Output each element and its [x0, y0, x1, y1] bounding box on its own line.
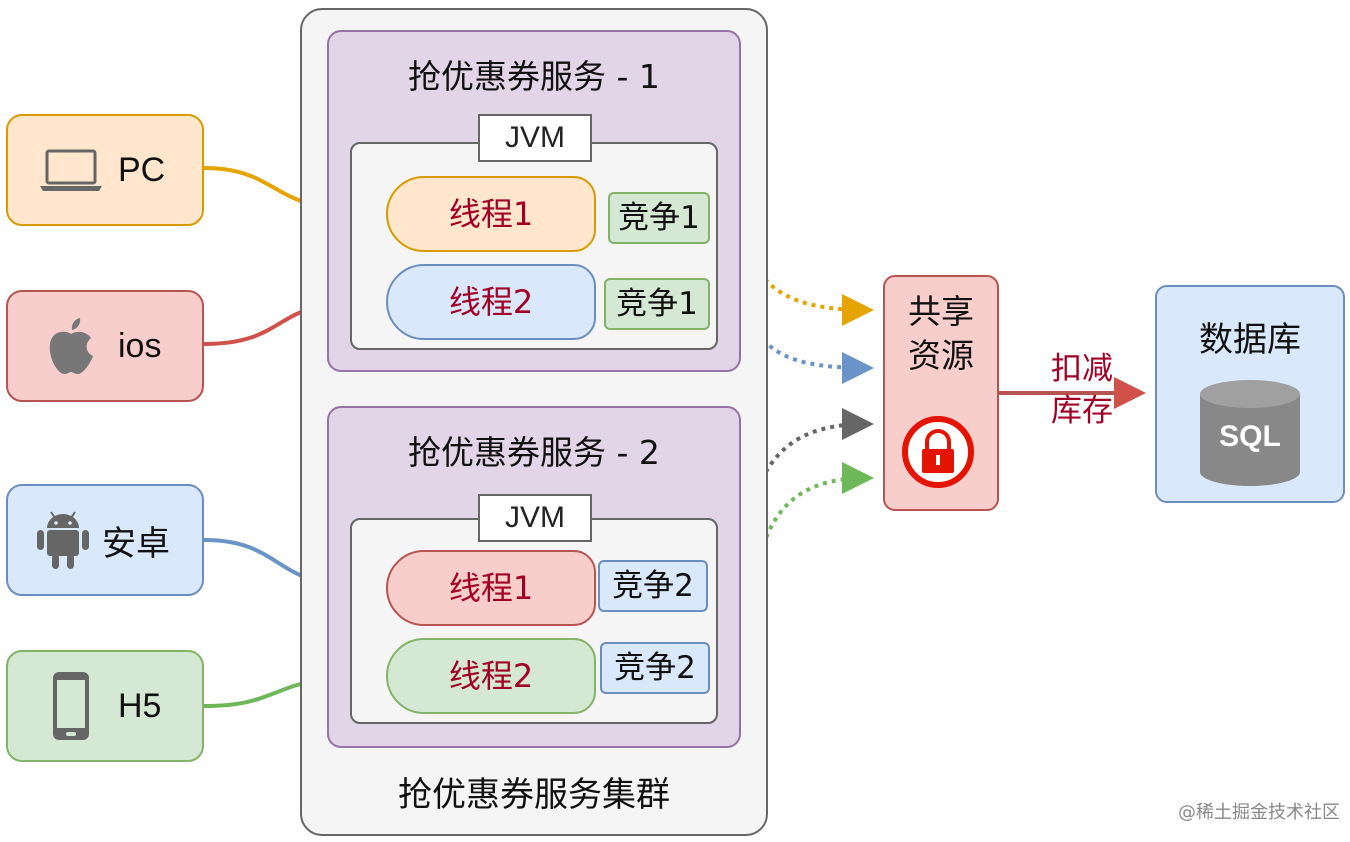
service-2-thread-2-label: 线程2 — [448, 657, 534, 695]
service-2-compete-2: 竞争2 — [600, 642, 710, 694]
service-2-thread-2: 线程2 — [386, 638, 596, 714]
database-icon-text: SQL — [1219, 420, 1281, 453]
service-1-compete-2: 竞争1 — [604, 278, 710, 330]
lock-icon — [902, 416, 974, 488]
client-android-label: 安卓 — [102, 524, 170, 563]
deduct-stock-label: 扣减 库存 — [1040, 348, 1124, 432]
service-1-thread-2-label: 线程2 — [448, 283, 534, 321]
cluster-title: 抢优惠券服务集群 — [398, 775, 670, 815]
service-1-thread-1: 线程1 — [386, 176, 596, 252]
service-2-compete-1: 竞争2 — [598, 560, 708, 612]
apple-icon — [36, 311, 106, 381]
database-title: 数据库 — [1199, 320, 1301, 360]
client-h5-label: H5 — [118, 686, 162, 725]
service-2-thread-1: 线程1 — [386, 550, 596, 626]
client-ios-label: ios — [118, 326, 162, 365]
client-pc: PC — [6, 114, 204, 226]
deduct-stock-line2: 库存 — [1051, 393, 1113, 429]
service-1-compete-1: 竞争1 — [608, 192, 710, 244]
client-android: 安卓 — [6, 484, 204, 596]
service-1-jvm-label: JVM — [478, 114, 592, 162]
shared-resource-label: 共享 资源 — [883, 290, 999, 378]
client-h5: H5 — [6, 650, 204, 762]
client-pc-label: PC — [118, 150, 166, 189]
phone-icon — [36, 671, 106, 741]
service-2-jvm-label: JVM — [478, 494, 592, 542]
shared-resource-label-line1: 共享 — [908, 292, 974, 331]
service-2-thread-1-label: 线程1 — [448, 569, 534, 607]
service-2-title: 抢优惠券服务 - 2 — [408, 433, 660, 472]
service-1-title: 抢优惠券服务 - 1 — [408, 57, 660, 96]
android-icon — [28, 505, 98, 575]
client-ios: ios — [6, 290, 204, 402]
shared-resource-label-line2: 资源 — [908, 336, 974, 375]
watermark: @稀土掘金技术社区 — [1178, 802, 1340, 823]
deduct-stock-line1: 扣减 — [1051, 351, 1113, 387]
laptop-icon — [36, 135, 106, 205]
database-icon: SQL — [1200, 380, 1300, 486]
service-1-thread-1-label: 线程1 — [448, 195, 534, 233]
service-1-thread-2: 线程2 — [386, 264, 596, 340]
